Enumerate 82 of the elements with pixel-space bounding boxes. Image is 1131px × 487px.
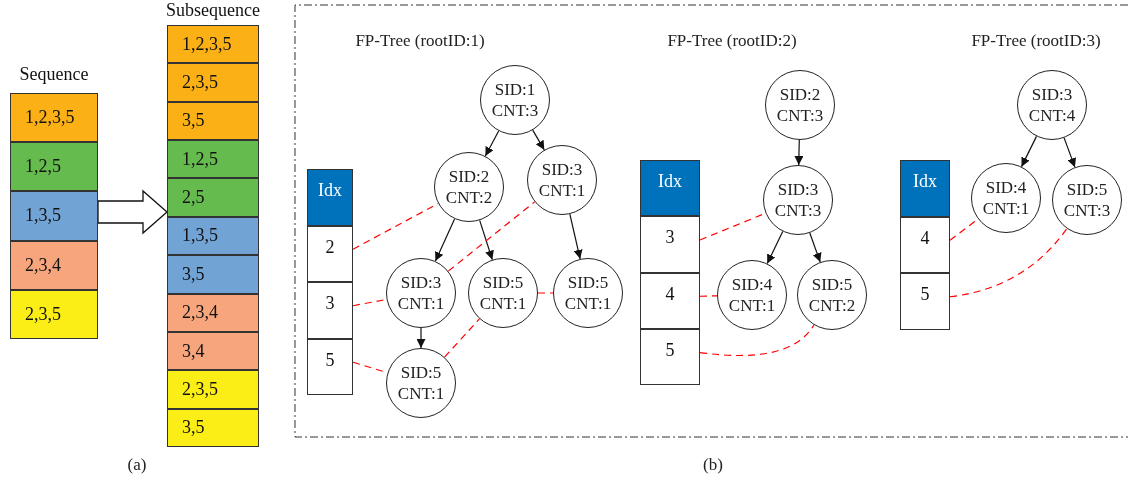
arrow [809,232,822,263]
node-text: CNT:2 [808,295,856,316]
sequence-cell: 2,3,5 [167,370,259,409]
node-text: SID:5 [567,272,609,293]
node-text: CNT:3 [1063,200,1111,221]
arrow [532,129,545,151]
table-heading: Subsequence [165,0,261,21]
sequence-cell: 2,5 [167,178,259,217]
sequence-cell: 1,3,5 [10,191,98,241]
block-arrow [97,189,168,235]
sequence-cell: 2,3,4 [10,240,98,290]
arrow [434,218,456,262]
arrow [479,219,494,261]
node-text: SID:1 [494,79,536,100]
node-text: CNT:3 [491,100,539,121]
tree-title: FP-Tree (rootID:3) [971,31,1101,51]
node-text: CNT:1 [479,293,527,314]
dashed-link [447,201,536,272]
sequence-cell: 2,3,5 [10,289,98,339]
dashed-link [949,228,1068,298]
sequence-cell: 3,5 [167,255,259,294]
dashed-link [443,318,481,358]
node-text: CNT:3 [776,105,824,126]
index-cell: 2 [307,225,353,282]
sequence-cell: 1,2,5 [167,140,259,179]
arrow [569,213,583,260]
arrow [1063,137,1076,168]
node-text: CNT:3 [774,200,822,221]
arrow [484,130,500,157]
node-text: CNT:4 [1028,105,1076,126]
index-header-cell: Idx [900,160,950,217]
index-header-cell: Idx [307,169,353,226]
arrow [416,327,426,349]
index-cell: 3 [640,216,700,273]
tree-title: FP-Tree (rootID:2) [667,31,797,51]
tree-title: FP-Tree (rootID:1) [355,31,485,51]
node-text: SID:2 [779,84,821,105]
sequence-cell: 3,5 [167,101,259,141]
index-cell: 4 [900,216,950,273]
node-text: SID:4 [985,177,1027,198]
node-text: CNT:1 [564,293,612,314]
node-text: CNT:1 [538,180,586,201]
sequence-cell: 1,3,5 [167,216,259,256]
dashed-link [352,202,439,250]
table-heading: Sequence [18,64,90,85]
index-cell: 3 [307,282,353,339]
index-cell: 4 [640,272,700,329]
node-text: SID:5 [811,274,853,295]
sequence-cell: 3,4 [167,331,259,371]
index-cell: 5 [307,338,353,395]
node-text: SID:2 [448,166,490,187]
node-text: SID:5 [400,362,442,383]
node-text: CNT:1 [982,198,1030,219]
node-text: SID:3 [400,272,442,293]
node-text: SID:4 [731,274,773,295]
node-text: CNT:1 [397,293,445,314]
node-text: SID:3 [541,159,583,180]
node-text: CNT:1 [728,295,776,316]
index-cell: 5 [900,273,950,330]
node-text: SID:3 [777,179,819,200]
panel-label: (a) [127,455,147,475]
node-text: SID:5 [1066,179,1108,200]
sequence-cell: 2,3,4 [167,293,259,332]
dashed-link [699,324,815,357]
arrow [766,230,784,265]
sequence-cell: 3,5 [167,408,259,447]
index-header-cell: Idx [640,160,700,217]
sequence-cell: 1,2,5 [10,142,98,192]
arrow [794,139,804,166]
sequence-cell: 1,2,3,5 [167,25,259,64]
arrow [1020,135,1038,168]
node-text: CNT:1 [397,383,445,404]
sequence-cell: 1,2,3,5 [10,93,98,143]
index-cell: 5 [640,328,700,386]
node-text: SID:3 [1031,84,1073,105]
dashed-link [699,295,718,297]
node-text: SID:5 [482,272,524,293]
tree-node-circle [434,152,504,222]
sequence-cell: 2,3,5 [167,63,259,102]
dashed-link [537,292,554,294]
node-text: CNT:2 [445,187,493,208]
panel-label: (b) [703,455,723,475]
